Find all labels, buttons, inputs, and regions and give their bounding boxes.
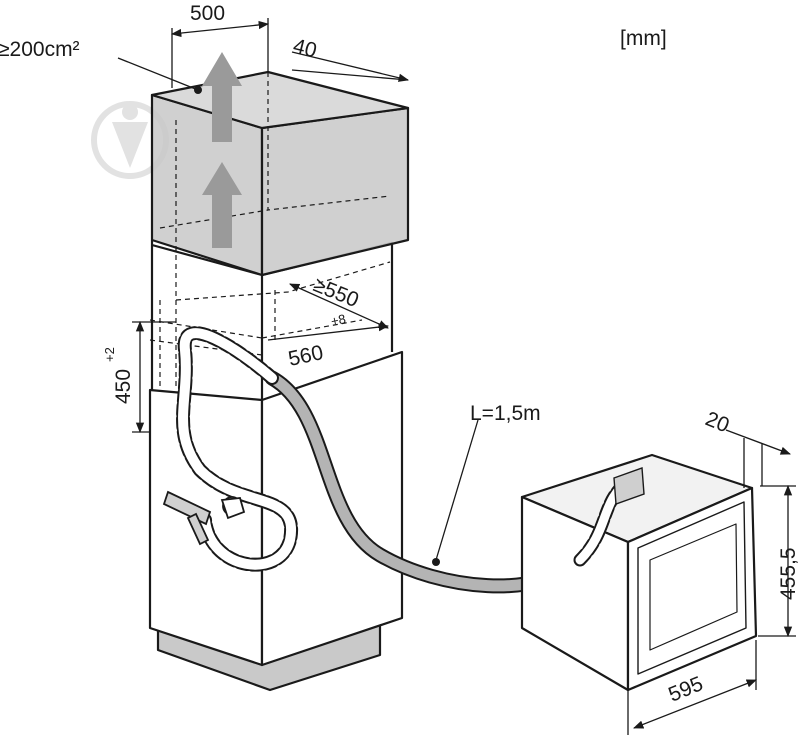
leader-dots bbox=[194, 86, 440, 566]
water-tap-icon bbox=[162, 490, 246, 546]
dim-appliance-height: 455,5 bbox=[777, 547, 799, 600]
dim-vent-area: ≥200cm² bbox=[0, 38, 80, 61]
ventilation-arrows bbox=[202, 52, 242, 248]
dim-hose-length: L=1,5m bbox=[470, 402, 541, 425]
dim-niche-height: 450 bbox=[112, 369, 135, 404]
appliance-connector bbox=[613, 467, 645, 505]
dim-niche-width-tolerance: +8 bbox=[330, 311, 348, 329]
hidden-hose-cabinet bbox=[176, 326, 299, 572]
dim-depth-offset: 40 bbox=[291, 35, 319, 63]
dim-niche-width: 560 bbox=[286, 341, 325, 371]
appliance bbox=[520, 453, 758, 692]
dimension-lines bbox=[117, 18, 796, 735]
dim-niche-height-tolerance: +2 bbox=[102, 347, 117, 362]
units-label: [mm] bbox=[620, 27, 667, 50]
dim-front-projection: 20 bbox=[702, 407, 732, 437]
dim-niche-depth: ≥550 bbox=[310, 273, 362, 312]
dim-cabinet-width: 500 bbox=[190, 2, 225, 25]
